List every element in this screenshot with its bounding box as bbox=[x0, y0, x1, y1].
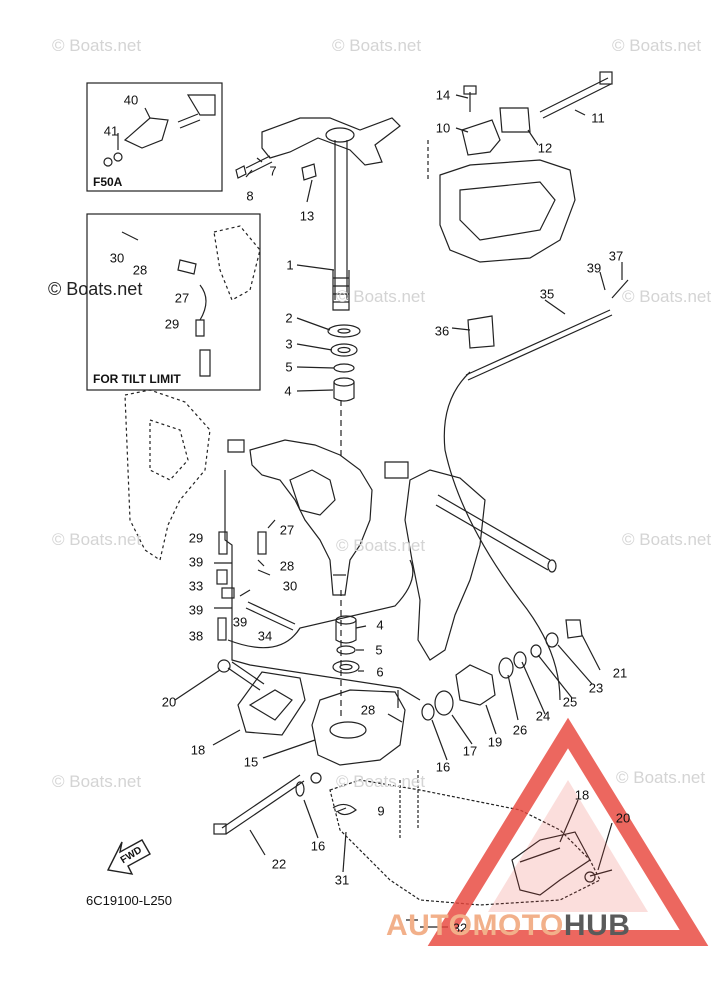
callout-16: 16 bbox=[435, 759, 451, 775]
callout-31: 31 bbox=[334, 872, 350, 888]
callout-40: 40 bbox=[123, 92, 139, 108]
fwd-arrow bbox=[106, 839, 151, 875]
callout-17: 17 bbox=[462, 743, 478, 759]
callout-16: 16 bbox=[310, 838, 326, 854]
callout-28: 28 bbox=[360, 702, 376, 718]
callout-34: 34 bbox=[257, 628, 273, 644]
callout-13: 13 bbox=[299, 208, 315, 224]
callout-20: 20 bbox=[161, 694, 177, 710]
watermark: © Boats.net bbox=[52, 530, 142, 549]
callout-32: 32 bbox=[452, 920, 468, 936]
callout-3: 3 bbox=[285, 336, 293, 352]
callout-25: 25 bbox=[562, 694, 578, 710]
callout-19: 19 bbox=[487, 734, 503, 750]
callout-39: 39 bbox=[232, 614, 248, 630]
callout-35: 35 bbox=[539, 286, 555, 302]
callout-29: 29 bbox=[188, 530, 204, 546]
callout-20: 20 bbox=[615, 810, 631, 826]
callout-27: 27 bbox=[174, 290, 190, 306]
inset-box-tilt-limit bbox=[86, 213, 261, 391]
automotohub-logo-text: AUTOMOTOHUB bbox=[386, 909, 630, 943]
watermark: © Boats.net bbox=[336, 772, 426, 791]
callout-7: 7 bbox=[269, 163, 277, 179]
watermark: © Boats.net bbox=[52, 36, 142, 55]
callout-4: 4 bbox=[376, 617, 384, 633]
callout-29: 29 bbox=[164, 316, 180, 332]
watermark: © Boats.net bbox=[622, 287, 712, 306]
automotohub-triangle-logo bbox=[427, 717, 709, 946]
callout-39: 39 bbox=[188, 602, 204, 618]
inset-label-f50a: F50A bbox=[93, 175, 123, 189]
callout-18: 18 bbox=[574, 787, 590, 803]
callout-5: 5 bbox=[375, 642, 383, 658]
callout-10: 10 bbox=[435, 120, 451, 136]
inset-label-tilt-limit: FOR TILT LIMIT bbox=[93, 372, 181, 386]
callout-2: 2 bbox=[285, 310, 293, 326]
callout-15: 15 bbox=[243, 754, 259, 770]
callout-37: 37 bbox=[608, 248, 624, 264]
watermark-highlighted: © Boats.net bbox=[48, 279, 143, 299]
logo-text-automoto: AUTOMOTO bbox=[386, 909, 564, 942]
callout-4: 4 bbox=[284, 383, 292, 399]
callout-14: 14 bbox=[435, 87, 451, 103]
callout-39: 39 bbox=[586, 260, 602, 276]
callout-26: 26 bbox=[512, 722, 528, 738]
callout-30: 30 bbox=[282, 578, 298, 594]
callout-38: 38 bbox=[188, 628, 204, 644]
callout-41: 41 bbox=[103, 123, 119, 139]
callout-33: 33 bbox=[188, 578, 204, 594]
callout-22: 22 bbox=[271, 856, 287, 872]
callout-27: 27 bbox=[279, 522, 295, 538]
callout-9: 9 bbox=[377, 803, 385, 819]
callout-28: 28 bbox=[132, 262, 148, 278]
diagram-reference-code: 6C19100-L250 bbox=[86, 893, 173, 908]
callout-11: 11 bbox=[591, 110, 605, 126]
callout-6: 6 bbox=[376, 664, 384, 680]
watermark: © Boats.net bbox=[612, 36, 702, 55]
watermark: © Boats.net bbox=[616, 768, 706, 787]
callout-1: 1 bbox=[286, 257, 294, 273]
watermark: © Boats.net bbox=[336, 536, 426, 555]
callout-30: 30 bbox=[109, 250, 125, 266]
callout-8: 8 bbox=[246, 188, 254, 204]
watermark: © Boats.net bbox=[332, 36, 422, 55]
inset-box-f50a bbox=[86, 82, 223, 192]
callout-36: 36 bbox=[434, 323, 450, 339]
callout-39: 39 bbox=[188, 554, 204, 570]
watermark: © Boats.net bbox=[622, 530, 712, 549]
callout-5: 5 bbox=[285, 359, 293, 375]
watermark: © Boats.net bbox=[52, 772, 142, 791]
logo-text-hub: HUB bbox=[563, 909, 631, 942]
callout-12: 12 bbox=[537, 140, 553, 156]
callout-24: 24 bbox=[535, 708, 551, 724]
watermark: © Boats.net bbox=[336, 287, 426, 306]
callout-23: 23 bbox=[588, 680, 604, 696]
callout-21: 21 bbox=[612, 665, 628, 681]
callout-28: 28 bbox=[279, 558, 295, 574]
callout-18: 18 bbox=[190, 742, 206, 758]
